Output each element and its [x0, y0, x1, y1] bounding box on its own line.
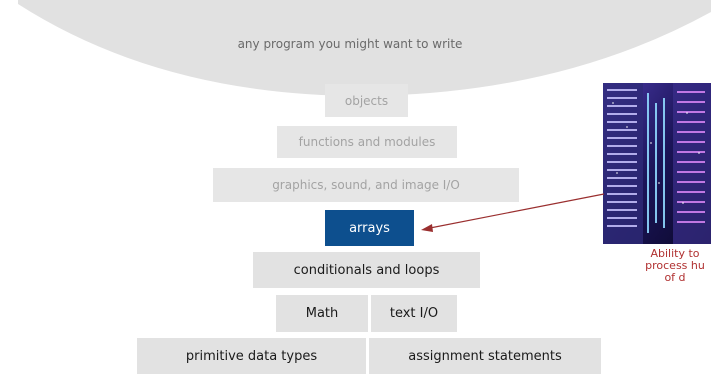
bowl-label: any program you might want to write	[237, 37, 463, 51]
layer-math-label: Math	[305, 306, 339, 321]
layer-math: Math	[276, 295, 368, 332]
layer-text-io-label: text I/O	[389, 306, 439, 321]
layer-arrays-label: arrays	[349, 220, 390, 236]
layer-primitive-types: primitive data types	[137, 338, 366, 374]
layer-graphics: graphics, sound, and image I/O	[213, 168, 519, 202]
caption-line-3: of d	[664, 271, 686, 284]
layer-assignment: assignment statements	[369, 338, 601, 374]
layer-functions-label: functions and modules	[298, 135, 436, 149]
layer-conditionals-label: conditionals and loops	[293, 262, 440, 278]
photo-caption: Ability to process hu of d	[590, 248, 711, 284]
layer-objects: objects	[325, 84, 408, 117]
program-bowl	[18, 0, 711, 96]
layer-arrays: arrays	[325, 210, 414, 246]
caption-line-1: Ability to	[650, 247, 700, 260]
layer-graphics-label: graphics, sound, and image I/O	[272, 178, 460, 192]
layer-assignment-label: assignment statements	[408, 348, 562, 364]
layer-primitive-label: primitive data types	[185, 348, 318, 364]
caption-line-2: process hu	[645, 259, 705, 272]
layer-objects-label: objects	[344, 93, 389, 108]
layer-text-io: text I/O	[371, 295, 457, 332]
server-room-photo	[603, 83, 711, 244]
layer-conditionals: conditionals and loops	[253, 252, 480, 288]
layer-functions: functions and modules	[277, 126, 457, 158]
